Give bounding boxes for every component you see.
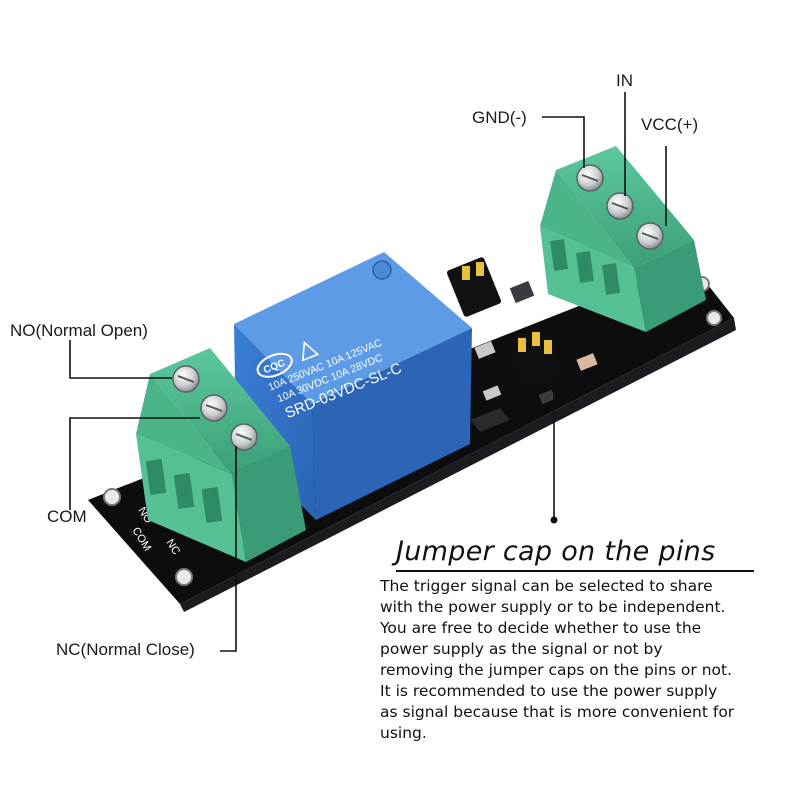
leader-com [69, 417, 200, 510]
jumper-title-underline [396, 570, 754, 572]
leader-nc [220, 446, 237, 652]
jumper-line: as signal because that is more convenien… [380, 703, 735, 721]
label-com: COM [47, 507, 87, 526]
jumper-header-1 [446, 257, 502, 317]
leader-lines [69, 92, 667, 652]
leader-jumper-dot [550, 516, 558, 524]
leader-no [69, 340, 172, 379]
jumper-title: Jumper cap on the pins [396, 536, 716, 567]
jumper-line: You are free to decide whether to use th… [380, 619, 702, 637]
leader-gnd [542, 116, 585, 168]
relay: CQC 10A 250VAC 10A 125VAC 10A 30VDC 10A … [234, 252, 472, 520]
label-vcc: VCC(+) [641, 115, 699, 134]
board-components [470, 280, 598, 432]
jumper-line: The trigger signal can be selected to sh… [380, 577, 713, 595]
label-no: NO(Normal Open) [10, 321, 148, 340]
label-in: IN [616, 71, 633, 90]
jumper-header-2 [501, 324, 567, 396]
jumper-line: It is recommended to use the power suppl… [380, 682, 718, 700]
jumper-line: with the power supply or to be independe… [380, 598, 726, 616]
jumper-line: power supply as the signal or not by [380, 640, 663, 658]
jumper-line: removing the jumper caps on the pins or … [380, 661, 733, 679]
jumper-description: The trigger signal can be selected to sh… [380, 576, 790, 744]
terminal-block-left [136, 348, 306, 562]
label-nc: NC(Normal Close) [56, 640, 195, 659]
terminal-block-right [540, 146, 706, 332]
jumper-line: using. [380, 724, 427, 742]
label-gnd: GND(-) [472, 108, 527, 127]
